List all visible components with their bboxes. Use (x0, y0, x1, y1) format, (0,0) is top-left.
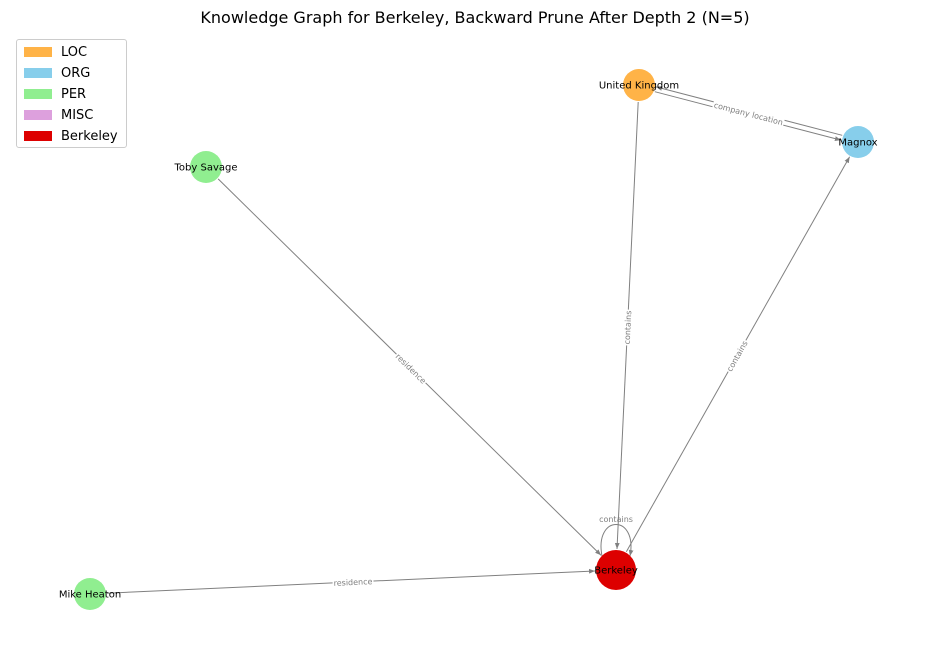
nodes-layer (74, 69, 874, 610)
legend-item-misc: MISC (24, 107, 93, 123)
legend-item-loc: LOC (24, 44, 87, 60)
edge-label-group: contains (622, 309, 634, 346)
node-mike-heaton[interactable] (74, 578, 106, 610)
legend-label-per: PER (61, 86, 87, 102)
edge-berkeley-to-berkeley (600, 524, 634, 557)
node-toby-savage[interactable] (190, 151, 222, 183)
node-magnox[interactable] (842, 126, 874, 158)
legend-swatch-berkeley (24, 131, 52, 141)
edge-label: company location (713, 101, 784, 128)
edge-label-group: contains (724, 338, 751, 375)
edge-label-background (392, 351, 429, 387)
edge-label: residence (394, 352, 428, 386)
legend-swatch-loc (24, 47, 52, 57)
edge-label-background (711, 100, 785, 128)
node-label-magnox: Magnox (838, 138, 877, 149)
legend: LOC ORG PER MISC Berkeley (16, 39, 127, 148)
edge-label-group: residence (392, 351, 429, 387)
legend-item-per: PER (24, 86, 86, 102)
edge-label-group: company location (711, 100, 785, 128)
node-label-toby-savage: Toby Savage (174, 163, 238, 174)
edge-label: contains (623, 310, 634, 344)
edge-label: contains (599, 515, 633, 524)
legend-swatch-per (24, 89, 52, 99)
legend-swatch-org (24, 68, 52, 78)
legend-swatch-misc (24, 110, 52, 120)
edge-labels-layer: company location contains contains residenc… (332, 100, 785, 588)
edge-label: contains (725, 339, 750, 373)
node-berkeley[interactable] (596, 550, 636, 590)
edge-label-group: residence (332, 577, 374, 588)
node-united-kingdom[interactable] (623, 69, 655, 101)
legend-label-loc: LOC (61, 44, 88, 60)
node-label-mike-heaton: Mike Heaton (59, 590, 121, 601)
legend-item-berkeley: Berkeley (24, 128, 118, 144)
legend-item-org: ORG (24, 65, 90, 81)
edge-label: residence (333, 577, 372, 588)
diagram-title: Knowledge Graph for Berkeley, Backward P… (200, 8, 750, 27)
legend-label-misc: MISC (61, 107, 94, 123)
node-label-united-kingdom: United Kingdom (599, 81, 679, 92)
edge-label-background (332, 577, 374, 588)
legend-label-org: ORG (61, 65, 91, 81)
edge-label-background (622, 309, 634, 346)
edge-label-background (724, 338, 751, 375)
legend-label-berkeley: Berkeley (61, 128, 118, 144)
node-label-berkeley: Berkeley (594, 566, 638, 577)
